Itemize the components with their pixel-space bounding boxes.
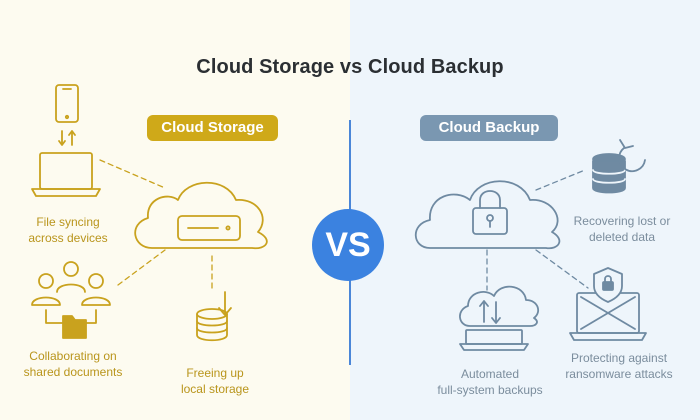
cloud-storage-panel — [0, 0, 350, 420]
vs-badge: VS — [312, 209, 384, 281]
feature-automated-backups: Automated full-system backups — [437, 367, 543, 397]
users-group-icon — [31, 261, 111, 324]
smartphone-icon — [55, 84, 79, 123]
database-download-icon — [196, 291, 232, 342]
database-restore-icon — [592, 139, 646, 194]
backup-connectors — [486, 169, 589, 291]
shield-lock-laptop-icon — [569, 267, 647, 341]
diagram-title: Cloud Storage vs Cloud Backup — [196, 56, 504, 78]
cloud-storage-heading: Cloud Storage — [147, 115, 278, 141]
cloud-storage-drive-icon — [134, 181, 268, 250]
feature-freeing-storage: Freeing up local storage — [180, 366, 250, 396]
cloud-sync-laptop-icon — [459, 285, 540, 351]
feature-recovering-data: Recovering lost or deleted data — [573, 214, 671, 244]
cloud-lock-icon — [414, 180, 561, 250]
storage-connectors — [99, 159, 213, 289]
laptop-icon — [31, 152, 101, 197]
sync-arrows-icon — [58, 130, 76, 146]
cloud-backup-heading: Cloud Backup — [420, 115, 558, 141]
folder-icon — [62, 315, 87, 339]
feature-file-syncing: File syncing across devices — [28, 215, 108, 245]
feature-collaborating: Collaborating on shared documents — [23, 349, 123, 379]
feature-ransomware-protection: Protecting against ransomware attacks — [565, 351, 673, 381]
